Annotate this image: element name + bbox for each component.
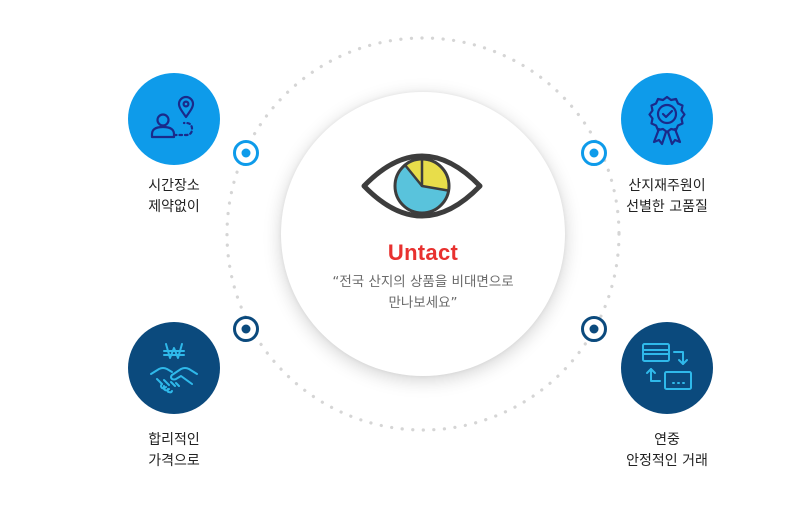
feature-label-price: 합리적인 가격으로 <box>104 430 244 472</box>
connector-dot-bottom-left <box>233 316 259 342</box>
feature-label-line: 제약없이 <box>148 199 200 215</box>
card-exchange-icon <box>642 343 692 390</box>
feature-label-time: 시간장소 제약없이 <box>104 176 244 218</box>
feature-label-line: 합리적인 <box>148 432 200 448</box>
feature-label-line: 연중 <box>654 432 680 448</box>
feature-circle-time <box>128 73 220 165</box>
connector-dot-bottom-right <box>581 316 607 342</box>
connector-dot-top-left <box>233 140 259 166</box>
feature-circle-trade <box>621 322 713 414</box>
quote-line-2: 만나보세요” <box>388 295 458 311</box>
eye-chart-icon <box>361 153 483 219</box>
feature-label-line: 시간장소 <box>148 178 200 194</box>
feature-label-line: 선별한 고품질 <box>626 199 708 215</box>
center-title: Untact <box>387 240 459 265</box>
quote-line-1: “전국 산지의 상품을 비대면으로 <box>332 274 514 290</box>
feature-label-quality: 산지재주원이 선별한 고품질 <box>597 176 737 218</box>
feature-circle-price <box>128 322 220 414</box>
center-quote: “전국 산지의 상품을 비대면으로 만나보세요” <box>281 272 565 314</box>
feature-label-line: 가격으로 <box>148 453 200 469</box>
center-disc <box>281 92 565 376</box>
feature-label-line: 안정적인 거래 <box>626 453 708 469</box>
feature-label-line: 산지재주원이 <box>628 178 706 194</box>
won-handshake-icon <box>150 343 198 394</box>
person-route-pin-icon <box>150 95 195 139</box>
feature-circle-quality <box>621 73 713 165</box>
connector-dot-top-right <box>581 140 607 166</box>
feature-label-trade: 연중 안정적인 거래 <box>597 430 737 472</box>
quality-badge-icon <box>648 95 686 146</box>
